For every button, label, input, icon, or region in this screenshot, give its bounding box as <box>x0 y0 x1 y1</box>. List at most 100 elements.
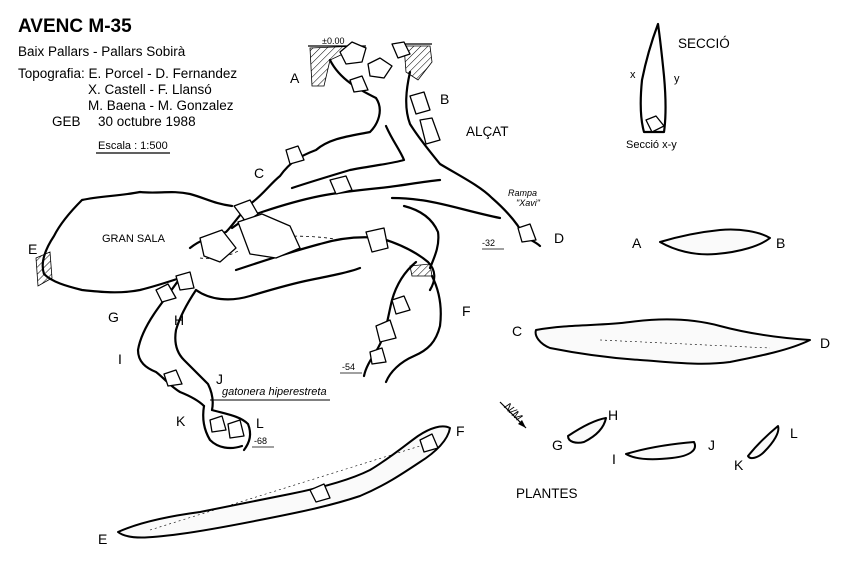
gatonera-label: gatonera hiperestreta <box>222 386 327 398</box>
descent-left-wall <box>136 276 206 408</box>
gatonera-lower-right <box>210 408 252 452</box>
survey-date: 30 octubre 1988 <box>98 114 196 129</box>
surveyors-line-1: Topografia: E. Porcel - D. Fernandez <box>18 66 237 81</box>
boulder <box>209 415 227 433</box>
plan-E-F <box>117 425 451 539</box>
section-title: SECCIÓ <box>678 36 730 51</box>
plan-boulder <box>419 433 439 453</box>
point-E: E <box>28 241 37 257</box>
cross-section: SECCIÓ x y Secció x-y <box>626 22 730 151</box>
boulder-large <box>237 213 301 259</box>
boulder <box>233 199 259 223</box>
plan-E-F-centre <box>149 445 421 531</box>
plan-point-I: I <box>612 451 616 467</box>
section-boulder <box>645 115 665 133</box>
point-A: A <box>290 70 300 86</box>
plan-point-J: J <box>708 437 715 453</box>
boulder <box>375 319 397 343</box>
boulder <box>175 271 195 291</box>
depth-F: -54 <box>342 362 355 372</box>
plan-A-B <box>659 228 771 256</box>
survey-region: Baix Pallars - Pallars Sobirà <box>18 44 186 59</box>
plan-I-J <box>625 441 696 461</box>
boulder <box>391 295 411 315</box>
header-block: AVENC M-35 Baix Pallars - Pallars Sobirà… <box>18 16 237 154</box>
plan-point-H: H <box>608 407 618 423</box>
depth-L: -68 <box>254 436 267 446</box>
mid-chamber-floor <box>194 266 362 301</box>
point-D: D <box>554 230 564 246</box>
plan-point-K: K <box>734 457 744 473</box>
point-H: H <box>174 312 184 328</box>
elevation-profile: ±0.00 -32 -54 -68 ALÇAT Rampa "Xavi" GRA… <box>28 36 564 452</box>
boulder <box>367 57 393 79</box>
plan-views: A B C D G H I J K L E F N/M PLANTES <box>98 228 830 547</box>
rampa-name: "Xavi" <box>516 198 541 208</box>
plan-G-H <box>567 417 607 444</box>
boulder <box>391 41 411 59</box>
branch-F-right <box>384 274 442 384</box>
depth-entrance: ±0.00 <box>322 36 344 46</box>
boulder <box>339 41 367 65</box>
gran-sala-outline <box>41 190 234 294</box>
plan-point-D: D <box>820 335 830 351</box>
plan-point-A: A <box>632 235 642 251</box>
boulder <box>155 283 177 303</box>
boulder <box>163 369 183 387</box>
gran-sala-rock-E <box>35 251 53 287</box>
boulder <box>349 75 369 93</box>
club-name: GEB <box>52 114 81 129</box>
point-G: G <box>108 309 119 325</box>
section-outline <box>639 22 667 134</box>
north-arrow-head <box>518 420 526 428</box>
internal-dash-2 <box>199 249 241 259</box>
boulder <box>369 347 387 365</box>
branch-F-sump <box>409 263 433 277</box>
elevation-title: ALÇAT <box>466 124 509 139</box>
plan-title: PLANTES <box>516 486 578 501</box>
boulder <box>227 419 245 439</box>
boulder <box>419 117 441 145</box>
entrance-rock-right <box>403 45 433 81</box>
plan-point-G: G <box>552 437 563 453</box>
plan-K-L <box>747 425 780 460</box>
rampa-upper <box>390 196 502 220</box>
plan-point-B: B <box>776 235 785 251</box>
surveyors-line-2: X. Castell - F. Llansó <box>88 82 212 97</box>
point-L: L <box>256 415 264 431</box>
rampa-label: Rampa <box>508 188 537 198</box>
boulder <box>409 91 431 115</box>
boulder <box>365 227 389 253</box>
plan-boulder <box>309 483 331 503</box>
plan-C-D-centre <box>599 339 771 349</box>
point-B: B <box>440 91 449 107</box>
plan-C-D <box>534 318 811 365</box>
plan-point-L: L <box>790 425 798 441</box>
plan-point-C: C <box>512 323 522 339</box>
depth-D: -32 <box>482 238 495 248</box>
ledge-wall <box>290 124 406 190</box>
boulder <box>199 229 237 263</box>
boulder <box>285 145 305 165</box>
survey-title: AVENC M-35 <box>18 16 132 37</box>
mid-chamber-right <box>402 204 440 270</box>
gatonera-lower-left <box>202 404 244 450</box>
main-shaft-left-wall <box>188 58 381 250</box>
point-I: I <box>118 351 122 367</box>
plan-point-F: F <box>456 423 465 439</box>
section-y-label: y <box>674 73 680 85</box>
boulder <box>329 175 353 195</box>
section-caption: Secció x-y <box>626 139 677 151</box>
point-F: F <box>462 303 471 319</box>
point-K: K <box>176 413 186 429</box>
surveyors-line-3: M. Baena - M. Gonzalez <box>88 98 234 113</box>
boulder <box>517 223 537 243</box>
north-label: N/M <box>501 401 524 424</box>
descent-right-wall <box>174 288 214 412</box>
section-x-label: x <box>630 69 636 81</box>
point-J: J <box>216 371 223 387</box>
plan-point-E: E <box>98 531 107 547</box>
gran-sala-label: GRAN SALA <box>102 233 166 245</box>
